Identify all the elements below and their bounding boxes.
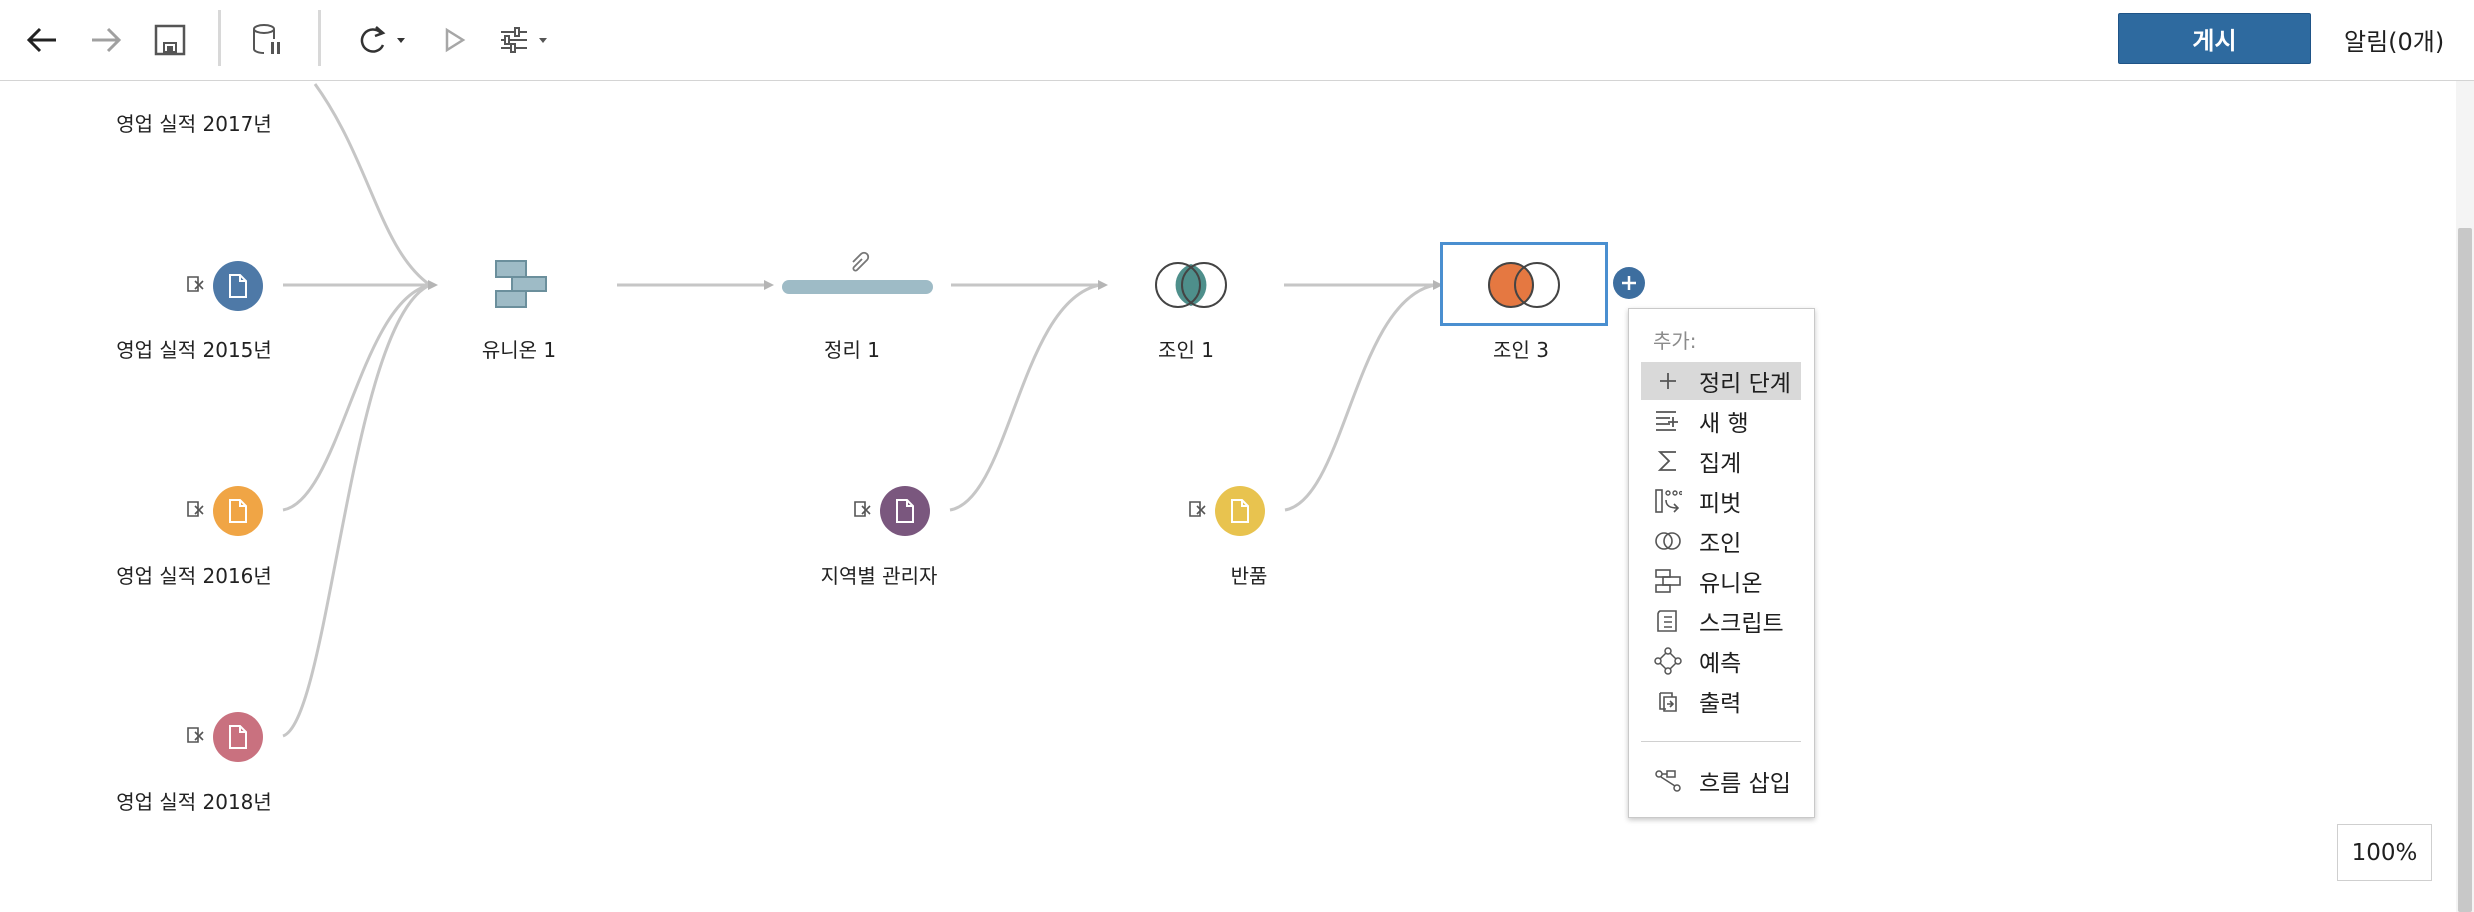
menu-item-prediction[interactable]: 예측 (1641, 642, 1801, 680)
menu-item-join[interactable]: 조인 (1641, 522, 1801, 560)
menu-item-union[interactable]: 유니온 (1641, 562, 1801, 600)
join3-step-label: 조인 3 (1493, 338, 1549, 362)
input-node-returns[interactable] (1188, 483, 1268, 539)
output-icon (1651, 684, 1685, 718)
menu-item-label: 유니온 (1699, 571, 1763, 597)
input-node-2018[interactable] (186, 709, 266, 765)
add-step-menu: 추가: 정리 단계 새 행 집계 피벗 조인 유니온 스크립트 예측 출력 흐름… (1628, 308, 1815, 818)
toolbar-divider (218, 10, 221, 66)
input-label-managers: 지역별 관리자 (820, 564, 938, 588)
file-icon (213, 486, 263, 536)
input-label-2016: 영업 실적 2016년 (116, 564, 272, 588)
plus-icon (1622, 276, 1636, 290)
menu-item-pivot[interactable]: 피벗 (1641, 482, 1801, 520)
insert-flow-icon (1651, 764, 1685, 798)
zoom-level[interactable]: 100% (2337, 824, 2432, 881)
union-step-label: 유니온 1 (481, 338, 557, 362)
file-icon (1215, 486, 1265, 536)
menu-item-aggregate[interactable]: 집계 (1641, 442, 1801, 480)
menu-item-new-rows[interactable]: 새 행 (1641, 402, 1801, 440)
menu-item-label: 피벗 (1699, 491, 1742, 517)
prediction-icon (1651, 644, 1685, 678)
back-arrow-icon[interactable] (22, 20, 62, 60)
settings-sliders-icon[interactable] (496, 20, 558, 60)
input-label-2015: 영업 실적 2015년 (116, 338, 272, 362)
menu-item-label: 출력 (1699, 691, 1742, 717)
join1-step-node[interactable] (1150, 256, 1232, 314)
input-step-icon (187, 276, 204, 292)
menu-item-label: 새 행 (1699, 411, 1749, 437)
new-rows-icon (1651, 404, 1685, 438)
clean-step-label: 정리 1 (824, 338, 880, 362)
save-icon[interactable] (150, 20, 190, 60)
script-icon (1651, 604, 1685, 638)
menu-item-label: 흐름 삽입 (1699, 771, 1791, 797)
input-label-returns: 반품 (1230, 564, 1268, 588)
clean-step-node[interactable] (780, 246, 935, 296)
menu-item-script[interactable]: 스크립트 (1641, 602, 1801, 640)
join-icon (1155, 262, 1227, 308)
clean-step-bar (782, 251, 933, 294)
menu-divider (1641, 741, 1801, 742)
union-step-node[interactable] (490, 257, 554, 313)
forward-arrow-icon[interactable] (86, 20, 126, 60)
menu-item-output[interactable]: 출력 (1641, 682, 1801, 720)
connector-2017-union (313, 83, 431, 287)
input-step-icon (1189, 501, 1206, 517)
input-node-2016[interactable] (186, 483, 266, 539)
pivot-icon (1651, 484, 1685, 518)
join-icon (1488, 262, 1560, 308)
menu-header: 추가: (1653, 329, 1697, 353)
publish-button[interactable]: 게시 (2118, 13, 2311, 64)
file-icon (880, 486, 930, 536)
menu-item-label: 조인 (1699, 531, 1742, 557)
run-icon[interactable] (434, 20, 474, 60)
connector-managers-join1 (949, 283, 1101, 512)
menu-item-label: 집계 (1699, 451, 1742, 477)
input-label-2017: 영업 실적 2017년 (116, 112, 272, 136)
input-step-icon (187, 727, 204, 743)
file-icon (213, 261, 263, 311)
menu-item-label: 예측 (1699, 651, 1742, 677)
add-step-button[interactable] (1613, 267, 1645, 299)
pause-data-icon[interactable] (248, 20, 288, 60)
connector-returns-join3 (1284, 283, 1436, 512)
plus-icon (1651, 364, 1685, 398)
sigma-icon (1651, 444, 1685, 478)
input-node-2015[interactable] (186, 258, 266, 314)
input-node-managers[interactable] (853, 483, 933, 539)
menu-item-insert-flow[interactable]: 흐름 삽입 (1641, 762, 1801, 800)
refresh-icon[interactable] (350, 20, 412, 60)
toolbar: 게시 알림(0개) (0, 0, 2474, 81)
input-step-icon (187, 501, 204, 517)
input-label-2018: 영업 실적 2018년 (116, 790, 272, 814)
menu-item-label: 스크립트 (1699, 611, 1784, 637)
alerts-link[interactable]: 알림(0개) (2344, 28, 2445, 56)
file-icon (213, 712, 263, 762)
union-icon (1651, 564, 1685, 598)
join1-step-label: 조인 1 (1158, 338, 1214, 362)
scrollbar-thumb[interactable] (2458, 228, 2472, 912)
union-icon (495, 260, 547, 308)
connector-2018-union (282, 283, 431, 738)
connector-2016-union (282, 283, 431, 512)
menu-item-clean-step[interactable]: 정리 단계 (1641, 362, 1801, 400)
menu-item-label: 정리 단계 (1699, 371, 1791, 397)
input-step-icon (854, 501, 871, 517)
join-icon (1651, 524, 1685, 558)
toolbar-divider (318, 10, 321, 66)
join3-selection-box[interactable] (1440, 242, 1608, 326)
